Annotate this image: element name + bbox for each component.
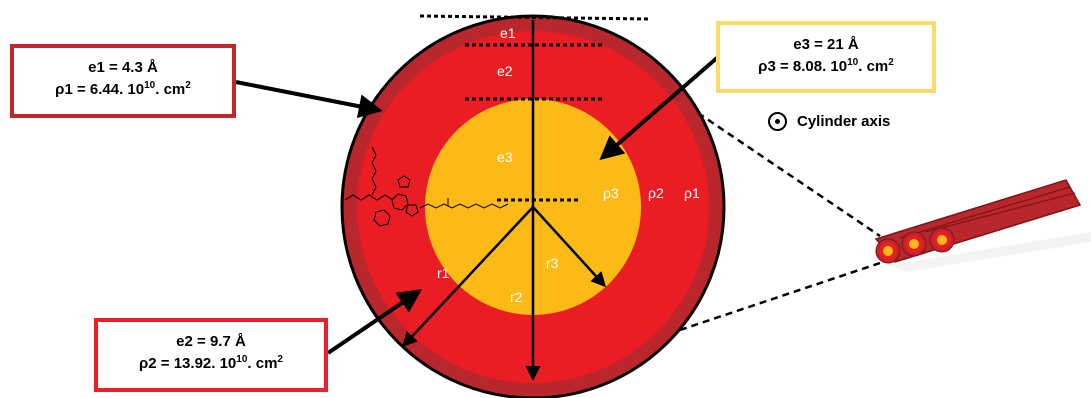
label-rho2: ρ2 <box>648 185 664 201</box>
label-rho1: ρ1 <box>684 185 700 201</box>
r1-arrow <box>401 206 534 348</box>
label-r1: r1 <box>437 265 450 281</box>
callout-arrow-e2 <box>326 289 422 355</box>
label-r3: r3 <box>546 255 559 271</box>
callout-arrow-e1 <box>235 80 383 119</box>
callout-e2-thickness: e2 = 9.7 Å <box>176 333 246 350</box>
label-rho3: ρ3 <box>603 185 619 201</box>
zoom-line-top <box>697 111 881 238</box>
callout-box-e2: e2 = 9.7 Å ρ2 = 13.92. 1010. cm2 <box>94 318 328 392</box>
label-e1: e1 <box>500 25 516 41</box>
cylinder-bundle-icon <box>874 179 1091 272</box>
callout-arrow-e3 <box>599 55 720 161</box>
callout-e3-density: ρ3 = 8.08. 1010. cm2 <box>758 57 894 76</box>
molecule-structure-icon <box>344 146 509 227</box>
label-e3: e3 <box>497 149 513 165</box>
label-r2: r2 <box>510 289 523 305</box>
cylinder-axis-legend: Cylinder axis <box>768 112 890 131</box>
callout-e1-density: ρ1 = 6.44. 1010. cm2 <box>55 80 191 99</box>
label-e2: e2 <box>497 63 513 79</box>
cylinder-axis-label: Cylinder axis <box>797 113 891 130</box>
r3-arrow <box>532 206 607 288</box>
dot-in-circle-icon <box>768 112 787 131</box>
callout-e2-density: ρ2 = 13.92. 1010. cm2 <box>139 354 283 373</box>
callout-e3-thickness: e3 = 21 Å <box>793 36 859 53</box>
callout-box-e3: e3 = 21 Å ρ3 = 8.08. 1010. cm2 <box>716 21 936 93</box>
callout-box-e1: e1 = 4.3 Å ρ1 = 6.44. 1010. cm2 <box>10 44 236 118</box>
dashed-line-top <box>419 14 651 21</box>
callout-e1-thickness: e1 = 4.3 Å <box>88 59 158 76</box>
